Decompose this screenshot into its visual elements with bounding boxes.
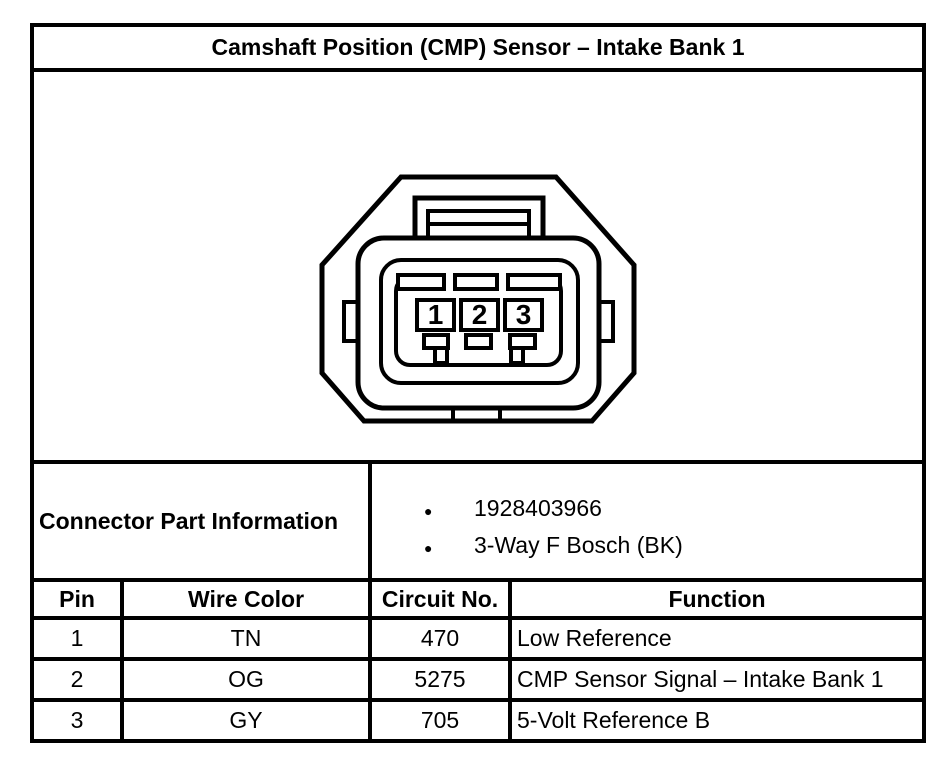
diagram-cell: 1 2 3	[29, 68, 927, 464]
side-tab-right	[599, 300, 615, 343]
pin-box-3	[503, 298, 544, 332]
index-slot-2	[453, 273, 499, 291]
pin-cell: 3	[30, 698, 124, 743]
table-header-row: Pin Wire Color Circuit No. Function	[30, 578, 927, 620]
index-slot-3	[506, 273, 562, 291]
octagon-outline	[319, 174, 637, 424]
part-info-label: Connector Part Information	[30, 460, 372, 582]
pin-number-1: 1	[428, 299, 444, 330]
list-item: ● 3-Way F Bosch (BK)	[424, 528, 920, 565]
part-info-bullet-list: ● 1928403966 ● 3-Way F Bosch (BK)	[374, 478, 920, 565]
column-header-wire-color: Wire Color	[120, 578, 372, 620]
pin-cell: 2	[30, 657, 124, 702]
pin-cell: 1	[30, 616, 124, 661]
column-header-circuit-no: Circuit No.	[368, 578, 512, 620]
part-info-row: Connector Part Information ● 1928403966 …	[30, 460, 927, 582]
function-cell: 5-Volt Reference B	[507, 698, 927, 743]
bullet-icon: ●	[424, 502, 433, 519]
table-row: 3 GY 705 5-Volt Reference B	[30, 698, 927, 743]
pin-number-2: 2	[472, 299, 488, 330]
terminal-stem-3	[509, 346, 525, 365]
part-description: 3-Way F Bosch (BK)	[474, 531, 683, 558]
index-slot-1	[396, 273, 446, 291]
table-row: 2 OG 5275 CMP Sensor Signal – Intake Ban…	[30, 657, 927, 702]
wire-color-cell: OG	[120, 657, 372, 702]
column-header-pin: Pin	[30, 578, 124, 620]
list-item: ● 1928403966	[424, 491, 920, 528]
bullet-icon: ●	[424, 539, 433, 556]
wire-color-cell: GY	[120, 698, 372, 743]
connector-diagram: 1 2 3	[319, 174, 637, 424]
terminal-slot-2	[464, 333, 493, 350]
function-cell: CMP Sensor Signal – Intake Bank 1	[507, 657, 927, 702]
seal-outline	[379, 258, 580, 385]
housing-outline	[355, 235, 602, 411]
top-tab-outer	[412, 195, 546, 240]
table-row: 1 TN 470 Low Reference	[30, 616, 927, 661]
wire-color-cell: TN	[120, 616, 372, 661]
page-title: Camshaft Position (CMP) Sensor – Intake …	[29, 23, 927, 72]
function-cell: Low Reference	[507, 616, 927, 661]
pin-number-3: 3	[516, 299, 532, 330]
circuit-no-cell: 5275	[368, 657, 512, 702]
circuit-no-cell: 470	[368, 616, 512, 661]
side-tab-left	[342, 300, 358, 343]
connector-sheet: Camshaft Position (CMP) Sensor – Intake …	[29, 23, 927, 743]
pin-box-1	[415, 298, 456, 332]
pin-box-2	[459, 298, 500, 332]
terminal-stem-1	[433, 346, 449, 365]
diagram-row: 1 2 3	[29, 68, 927, 464]
title-row: Camshaft Position (CMP) Sensor – Intake …	[29, 23, 927, 72]
part-number: 1928403966	[474, 494, 602, 521]
part-info-values: ● 1928403966 ● 3-Way F Bosch (BK)	[367, 460, 927, 582]
column-header-function: Function	[507, 578, 927, 620]
circuit-no-cell: 705	[368, 698, 512, 743]
